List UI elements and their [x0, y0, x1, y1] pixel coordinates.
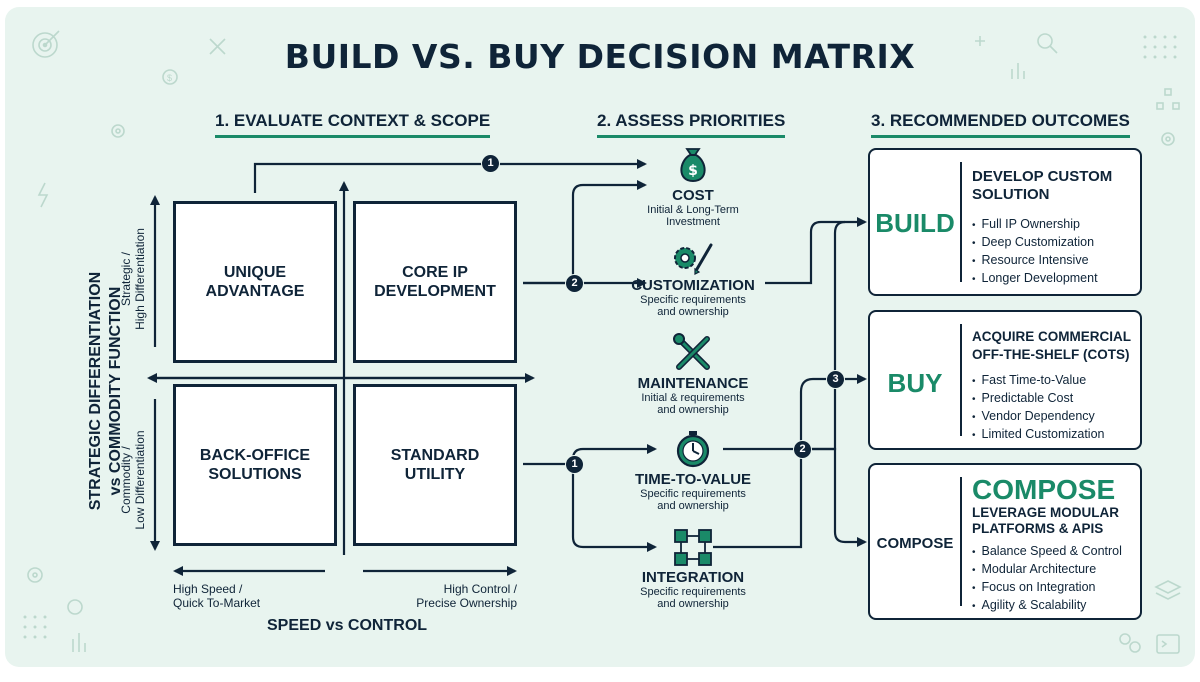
priority-maintenance: MAINTENANCE Initial & requirements and o… — [603, 333, 783, 416]
list-item: Limited Customization — [972, 426, 1132, 444]
gear-icon — [111, 124, 125, 138]
gear-icon — [1161, 132, 1175, 146]
priority-integration: INTEGRATION Specific requirements and ow… — [603, 527, 783, 610]
connector-junction-to-compose — [801, 447, 867, 547]
dot-grid-decor — [23, 35, 1177, 639]
outcome-compose-title: COMPOSE — [972, 474, 1116, 505]
list-item: Balance Speed & Control — [972, 543, 1132, 561]
gear-icon — [27, 567, 43, 583]
outcome-compose-label: COMPOSE — [876, 535, 954, 552]
connector-utility-to-integration — [571, 464, 657, 552]
list-item: Predictable Cost — [972, 390, 1132, 408]
target-icon — [32, 30, 60, 58]
outcome-buy-points: Fast Time-to-Value Predictable Cost Vend… — [972, 372, 1132, 444]
connector-integration-to-junction — [713, 374, 867, 549]
list-item: Fast Time-to-Value — [972, 372, 1132, 390]
priority-cost: $ COST Initial & Long-Term Investment — [603, 143, 783, 228]
connector-coreip-to-cost — [523, 180, 647, 285]
money-bag-icon: $ — [680, 148, 706, 183]
connector-junction-to-build — [833, 220, 846, 379]
outcome-build-points: Full IP Ownership Deep Customization Res… — [972, 216, 1132, 288]
outcome-divider — [960, 162, 962, 282]
list-item: Deep Customization — [972, 234, 1132, 252]
section-evaluate-heading: 1. EVALUATE CONTEXT & SCOPE — [215, 111, 491, 138]
gear-brush-icon — [674, 243, 713, 275]
bottom-axis-label: Commodity / Low Differentiation — [119, 430, 147, 530]
stopwatch-icon — [676, 431, 710, 468]
outcome-build-card: BUILD DEVELOP CUSTOM SOLUTION Full IP Ow… — [868, 148, 1142, 296]
control-axis-label: High Control / Precise Ownership — [416, 582, 517, 610]
outcome-compose-points: Balance Speed & Control Modular Architec… — [972, 543, 1132, 615]
stopwatch-icon — [67, 599, 83, 615]
tools-icon — [209, 38, 226, 55]
svg-text:$: $ — [167, 73, 172, 83]
outcome-buy-label: BUY — [887, 368, 943, 398]
speed-axis-label: High Speed / Quick To-Market — [173, 582, 261, 610]
bar-chart-icon — [72, 633, 86, 652]
connector-customization-to-build — [765, 217, 867, 285]
outcome-divider — [960, 477, 962, 606]
outcome-compose-card: COMPOSE COMPOSE LEVERAGE MODULAR PLATFOR… — [868, 463, 1142, 620]
priority-time-to-value: TIME-TO-VALUE Specific requirements and … — [603, 429, 783, 512]
plus-icon — [975, 36, 985, 46]
diagram-canvas: $ — [5, 7, 1195, 667]
connector-unique-to-cost — [253, 159, 647, 193]
hierarchy-icon — [1156, 88, 1180, 110]
list-item: Longer Development — [972, 270, 1132, 288]
wrench-screwdriver-icon — [673, 333, 710, 370]
top-axis-label: Strategic / High Differentiation — [119, 228, 147, 330]
step-badge-3: 3 — [826, 370, 845, 389]
connector-lines — [147, 159, 867, 576]
link-icon — [1119, 633, 1141, 653]
outcome-divider — [960, 324, 962, 436]
list-item: Focus on Integration — [972, 579, 1132, 597]
bar-chart-icon — [1011, 63, 1025, 79]
network-nodes-icon — [674, 529, 712, 566]
list-item: Full IP Ownership — [972, 216, 1132, 234]
svg-text:$: $ — [688, 163, 698, 179]
terminal-icon — [1156, 634, 1180, 654]
section-assess-heading: 2. ASSESS PRIORITIES — [597, 111, 786, 138]
list-item: Vendor Dependency — [972, 408, 1132, 426]
priority-customization: CUSTOMIZATION Specific requirements and … — [603, 239, 783, 318]
layers-icon — [1154, 580, 1182, 600]
money-icon: $ — [162, 69, 178, 85]
list-item: Agility & Scalability — [972, 597, 1132, 615]
lightning-icon — [37, 182, 49, 208]
section-outcomes-heading: 3. RECOMMENDED OUTCOMES — [871, 111, 1130, 138]
search-icon — [1037, 33, 1058, 54]
step-badge-2-bottom: 2 — [793, 440, 812, 459]
outcome-build-label: BUILD — [875, 208, 955, 238]
background-decor: $ — [23, 30, 1182, 654]
step-badge-2-top: 2 — [565, 274, 584, 293]
outcome-buy-card: BUY ACQUIRE COMMERCIAL OFF-THE-SHELF (CO… — [868, 310, 1142, 450]
step-badge-1-bottom: 1 — [565, 455, 584, 474]
page-title: BUILD VS. BUY DECISION MATRIX — [284, 37, 916, 76]
x-axis-title: SPEED vs CONTROL — [267, 617, 428, 634]
step-badge-1-top: 1 — [481, 154, 500, 173]
list-item: Resource Intensive — [972, 252, 1132, 270]
list-item: Modular Architecture — [972, 561, 1132, 579]
